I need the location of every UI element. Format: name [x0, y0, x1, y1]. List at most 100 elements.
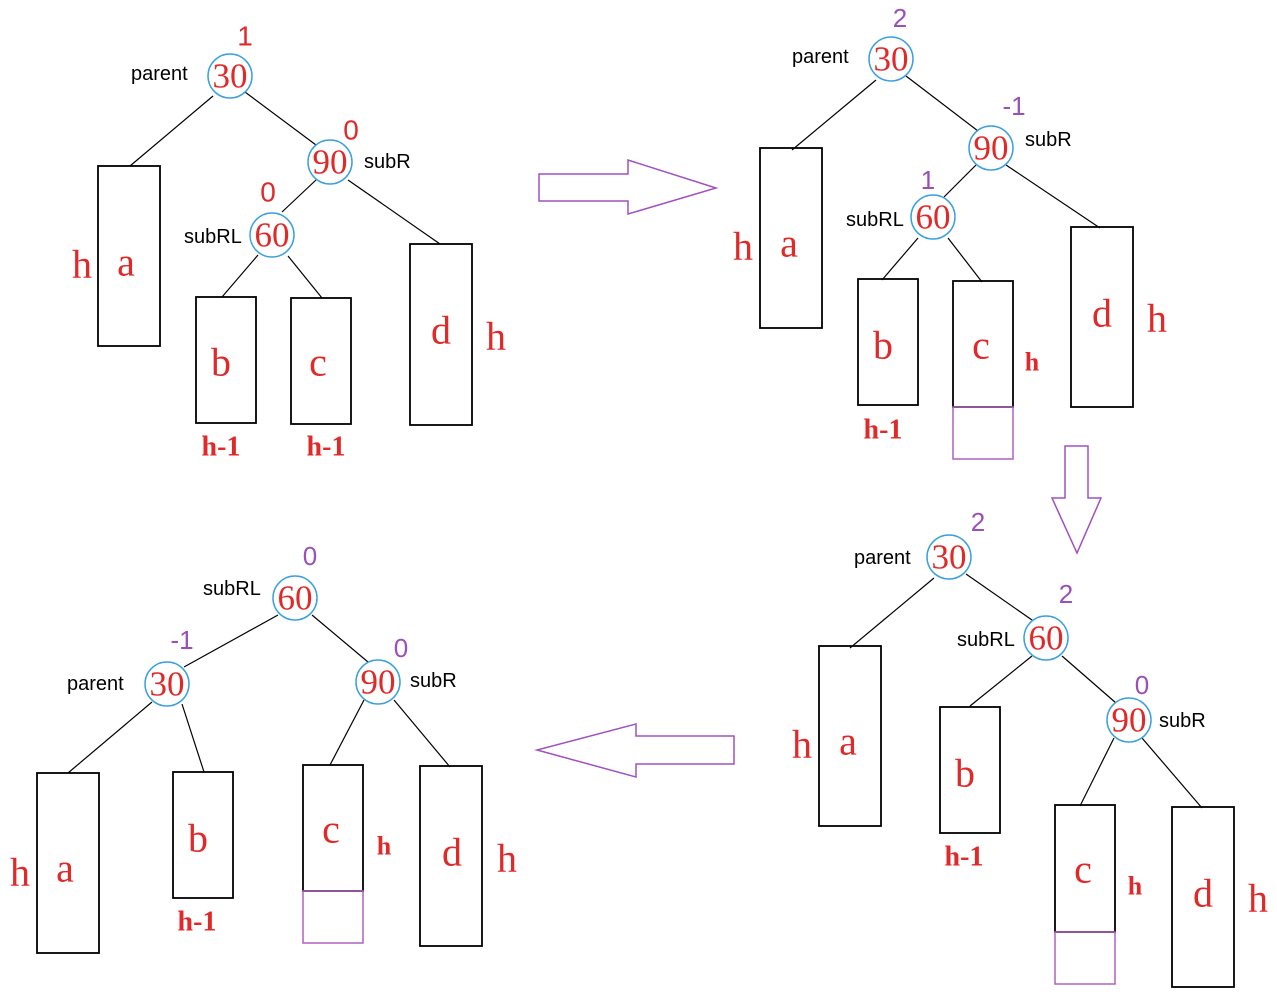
edge-30-90 — [905, 75, 979, 132]
node-60-circle — [1023, 615, 1069, 661]
edge-90-60 — [943, 164, 977, 198]
parent-label: parent — [854, 547, 911, 569]
subtree-b-name: b — [955, 751, 975, 796]
height-d: h — [1147, 296, 1167, 341]
node-90-value: 90 — [974, 129, 1009, 168]
subtree-b-name: b — [211, 340, 231, 385]
subtree-d-box — [409, 243, 473, 426]
node-30-balance: 2 — [893, 3, 907, 33]
subtree-b-name: b — [873, 323, 893, 368]
node-90-circle — [355, 659, 401, 705]
subtree-c-name: c — [972, 323, 990, 368]
node-60-balance: 0 — [303, 541, 317, 571]
edge-60-c — [947, 237, 983, 283]
subtree-b-box — [172, 771, 234, 899]
subtree-d-box — [1070, 226, 1134, 408]
subtree-c-name: c — [309, 340, 327, 385]
subR-label: subR — [410, 670, 457, 692]
node-30-balance: 1 — [237, 21, 253, 52]
edge-30-90 — [244, 91, 317, 146]
edge-30-b — [181, 703, 205, 773]
subRL-label: subRL — [957, 629, 1015, 651]
parent-label: parent — [131, 63, 188, 85]
inserted-node-box — [952, 406, 1014, 460]
edge-90-d — [1141, 737, 1203, 809]
edge-60-b — [969, 655, 1033, 707]
node-60-balance: 0 — [260, 177, 276, 208]
subtree-b-box — [857, 278, 919, 406]
node-30-balance: 2 — [971, 507, 985, 537]
node-30-circle — [144, 661, 190, 707]
subtree-a-name: a — [117, 240, 135, 285]
node-90-balance: 0 — [343, 115, 359, 146]
height-c: h-1 — [307, 432, 346, 463]
node-60-circle — [249, 212, 295, 258]
subtree-d-box — [1171, 806, 1235, 988]
node-60-value: 60 — [255, 216, 290, 255]
node-60-circle — [910, 194, 956, 240]
subtree-c-name: c — [322, 807, 340, 852]
node-90-value: 90 — [313, 143, 348, 182]
node-90-circle — [1106, 697, 1152, 743]
node-60-value: 60 — [278, 579, 313, 618]
subtree-a-name: a — [839, 719, 857, 764]
panel-after-insert-tree: 30 90 60 2 -1 1 parent subR subRL a b c … — [733, 3, 1167, 460]
height-a: h — [733, 224, 753, 269]
subtree-d-name: d — [431, 308, 451, 353]
subtree-d-name: d — [442, 830, 462, 875]
height-d: h — [497, 836, 517, 881]
node-60-circle — [272, 575, 318, 621]
panel-initial-tree: 30 90 60 1 0 0 parent subR subRL a b c d… — [72, 21, 506, 463]
edge-30-60 — [965, 573, 1033, 621]
edge-30-a — [849, 577, 935, 649]
node-60-balance: 1 — [921, 165, 935, 195]
edge-30-a — [791, 79, 877, 151]
edge-90-d — [1005, 164, 1101, 229]
subtree-a-box — [818, 645, 882, 827]
node-30-value: 30 — [150, 665, 185, 704]
node-60-value: 60 — [916, 198, 951, 237]
subR-label: subR — [364, 151, 411, 173]
arrow-down — [1050, 445, 1103, 555]
node-90-value: 90 — [361, 663, 396, 702]
node-30-circle — [868, 36, 914, 82]
arrow-left — [534, 723, 735, 778]
subtree-b-box — [195, 296, 257, 424]
edge-60-c — [287, 255, 323, 299]
edge-30-a — [129, 95, 214, 167]
edge-60-b — [221, 254, 259, 298]
node-30-circle — [926, 534, 972, 580]
subtree-a-box — [759, 147, 823, 329]
height-a: h — [72, 242, 92, 287]
subRL-label: subRL — [184, 226, 242, 248]
subR-label: subR — [1159, 710, 1206, 732]
height-d: h — [486, 314, 506, 359]
node-90-balance: 0 — [1135, 670, 1149, 700]
subtree-d-name: d — [1092, 291, 1112, 336]
node-30-circle — [207, 53, 253, 99]
edge-90-60 — [281, 179, 317, 213]
edge-30-a — [67, 701, 153, 774]
height-c: h — [1128, 872, 1143, 901]
edge-90-d — [347, 179, 441, 245]
height-d: h — [1248, 876, 1268, 921]
subtree-d-name: d — [1193, 871, 1213, 916]
node-90-circle — [307, 139, 353, 185]
edge-90-d — [393, 699, 451, 768]
node-90-balance: 0 — [394, 633, 408, 663]
panel-after-right-rotation-tree: 30 60 90 2 2 0 parent subRL subR a b c d… — [792, 507, 1268, 988]
subRL-label: subRL — [846, 209, 904, 231]
edge-60-30 — [183, 614, 279, 668]
inserted-node-box — [302, 890, 364, 944]
subtree-c-box — [290, 297, 352, 425]
edge-60-90 — [1061, 655, 1117, 704]
height-b: h-1 — [178, 907, 217, 938]
node-90-circle — [968, 125, 1014, 171]
height-b: h-1 — [864, 415, 903, 446]
edge-90-c — [329, 699, 365, 766]
subtree-a-name: a — [56, 846, 74, 891]
subR-label: subR — [1025, 129, 1072, 151]
node-90-balance: -1 — [1002, 91, 1025, 121]
subtree-d-box — [419, 765, 483, 947]
height-a: h — [10, 850, 30, 895]
